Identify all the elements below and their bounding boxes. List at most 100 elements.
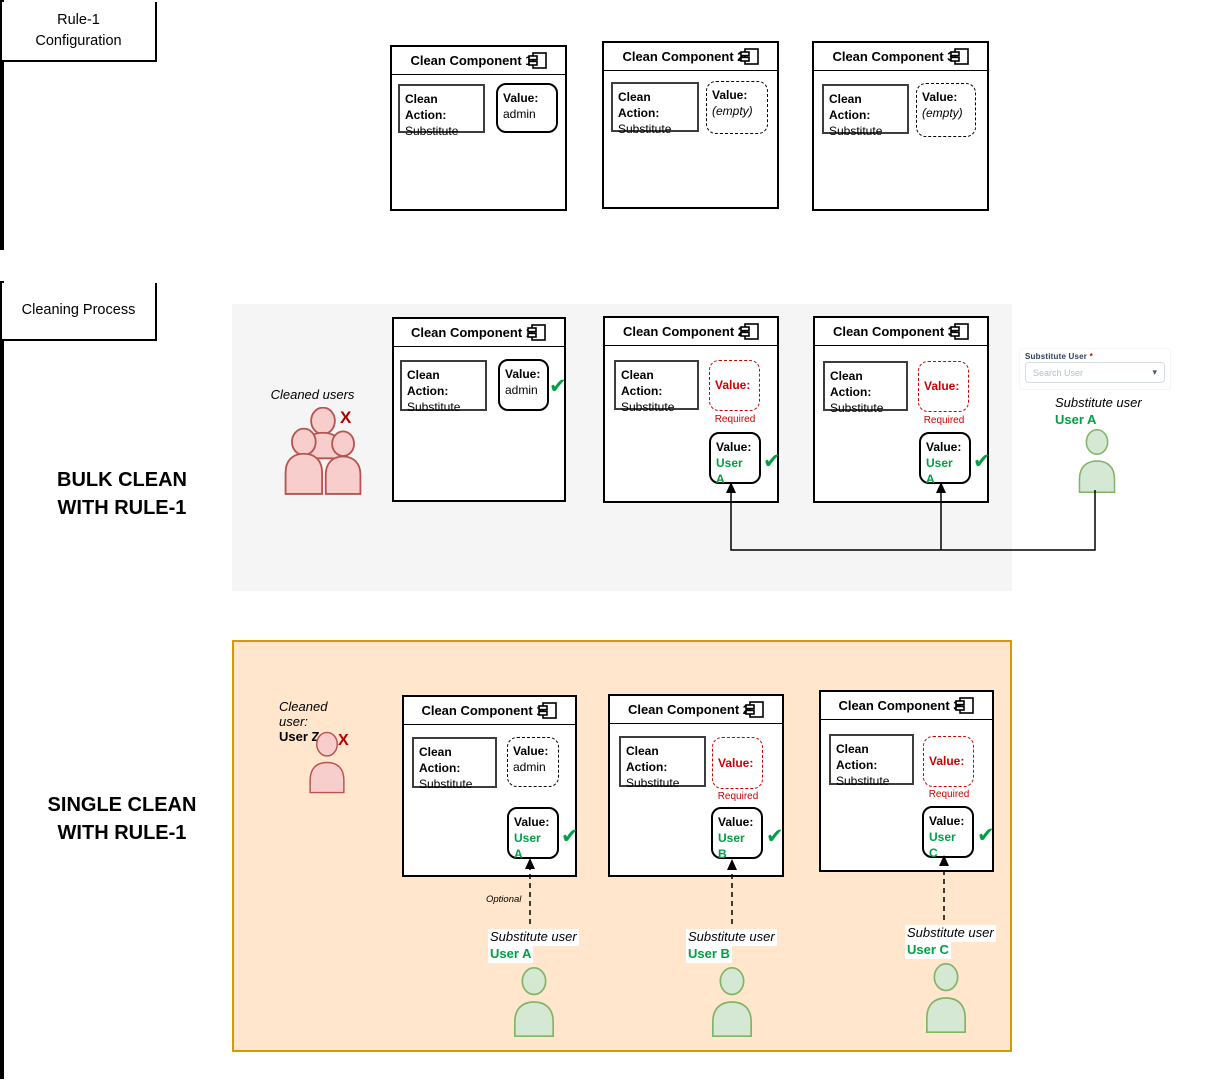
rule-config-label-line1: Rule-1 (57, 11, 100, 28)
uml-component-icon (740, 323, 773, 340)
action-label: Clean Action: (405, 92, 447, 123)
rule-config-section: Rule-1 Configuration Clean Component 1 C… (0, 0, 989, 250)
single-component-2: Clean Component 2 Clean Action: Substitu… (608, 694, 784, 877)
check-icon: ✔ (973, 450, 991, 473)
single-component-1: Clean Component 1 Clean Action: Substitu… (402, 695, 579, 877)
check-icon: ✔ (766, 825, 784, 848)
config-component-3-title: Clean Component 3 (832, 49, 955, 64)
action-label: Clean Action: (618, 90, 660, 121)
action-value: Substitute (836, 774, 890, 789)
value-label: Value: (712, 88, 748, 102)
substitute-user-b-person-icon (705, 967, 759, 1037)
value-label: Value: (503, 91, 539, 105)
config-component-2: Clean Component 2 Clean Action: Substitu… (602, 41, 779, 209)
substitute-user-field-label: Substitute User (1025, 352, 1088, 361)
uml-component-icon (955, 697, 988, 714)
config-component-1: Clean Component 1 Clean Action: Substitu… (390, 45, 567, 211)
chevron-down-icon[interactable]: ▾ (1152, 367, 1157, 377)
check-icon: ✔ (763, 450, 781, 473)
action-label: Clean Action: (830, 369, 872, 400)
cleaned-user-z-icon (305, 731, 349, 794)
value-user: User C (929, 830, 956, 861)
check-icon: ✔ (549, 375, 567, 398)
bulk-clean-title: BULK CLEAN WITH RULE-1 (57, 469, 187, 519)
single-clean-title: SINGLE CLEAN WITH RULE-1 (47, 794, 197, 844)
ghost-value-label: Value: (513, 744, 549, 758)
value-user: User A (716, 456, 743, 487)
cleaned-user-x-icon: X (338, 732, 349, 749)
single-component-2-title: Clean Component 2 (627, 702, 751, 717)
cleaned-user-name: User Z (279, 729, 320, 744)
value-user: User B (718, 831, 745, 862)
cleaning-process-label: Cleaning Process (21, 302, 136, 319)
action-value: Substitute (407, 400, 461, 415)
missing-value-label: Value: (718, 755, 754, 770)
missing-value-label: Value: (715, 378, 751, 393)
required-asterisk: * (1089, 352, 1093, 361)
action-label: Clean Action: (407, 368, 449, 399)
cleaned-users-group-icon (281, 407, 365, 495)
action-label: Clean Action: (626, 744, 668, 775)
value-user: User A (514, 831, 541, 862)
single-substitute-b-label: Substitute user User B (686, 929, 777, 963)
uml-component-icon (538, 702, 571, 719)
uml-component-icon (528, 52, 561, 69)
value-user: User A (926, 456, 953, 487)
rule-config-label-line2: Configuration (35, 33, 122, 49)
action-label: Clean Action: (621, 368, 663, 399)
bulk-component-3: Clean Component 3 Clean Action: Substitu… (813, 316, 991, 503)
action-value: Substitute (621, 400, 675, 415)
cleaning-process-section: Cleaning Process BULK CLEAN WITH RULE-1 … (0, 281, 1170, 1079)
uml-component-icon (950, 48, 983, 65)
bulk-component-1-title: Clean Component 1 (410, 325, 534, 340)
search-user-input[interactable]: Search User ▾ (1025, 362, 1165, 383)
uml-component-icon (527, 324, 560, 341)
cleaned-user-label: Cleaned user: User Z (279, 699, 328, 744)
value-label: Value: (922, 90, 958, 104)
cleaned-users-x-icon: X (340, 408, 352, 427)
uml-component-icon (740, 48, 773, 65)
value-text: admin (505, 383, 538, 398)
required-label: Required (714, 414, 756, 425)
substitute-user-c-person-icon (919, 963, 973, 1033)
rule-config-section-label: Rule-1 Configuration (2, 2, 157, 62)
substitute-user-a-person-icon (507, 967, 561, 1037)
value-label: Value: (718, 815, 754, 829)
single-substitute-c-label: Substitute user User C (905, 925, 996, 959)
config-component-2-title: Clean Component 2 (622, 49, 745, 64)
bulk-substitute-user-label: Substitute user User A (1053, 395, 1144, 429)
single-substitute-a-label: Substitute user User A (488, 929, 579, 963)
action-value: Substitute (626, 776, 680, 791)
optional-label: Optional (486, 894, 522, 905)
action-value: Substitute (829, 124, 883, 139)
value-label: Value: (514, 815, 550, 829)
value-label: Value: (929, 814, 965, 828)
single-component-3-title: Clean Component 3 (838, 698, 961, 713)
substitute-user-a-icon (1074, 429, 1120, 493)
search-user-placeholder: Search User (1033, 367, 1084, 378)
config-component-3: Clean Component 3 Clean Action: Substitu… (812, 41, 989, 211)
check-icon: ✔ (561, 825, 579, 848)
action-value: Substitute (830, 401, 884, 416)
value-empty: (empty) (922, 106, 963, 121)
action-value: Substitute (419, 777, 473, 792)
single-component-3: Clean Component 3 Clean Action: Substitu… (819, 690, 995, 872)
bulk-component-2: Clean Component 2 Clean Action: Substitu… (603, 316, 781, 503)
check-icon: ✔ (977, 824, 995, 847)
substitute-user-widget: Substitute User * Search User ▾ (1020, 349, 1170, 389)
cleaned-users-label: Cleaned users (270, 387, 355, 402)
single-component-1-title: Clean Component 1 (421, 703, 544, 718)
action-label: Clean Action: (419, 745, 461, 776)
ghost-value-text: admin (513, 760, 546, 775)
uml-component-icon (745, 701, 778, 718)
missing-value-label: Value: (929, 754, 965, 769)
value-empty: (empty) (712, 104, 753, 119)
required-label: Required (923, 415, 965, 426)
missing-value-label: Value: (924, 379, 960, 394)
value-label: Value: (926, 440, 962, 454)
bulk-component-1: Clean Component 1 Clean Action: Substitu… (392, 317, 567, 502)
bulk-component-3-title: Clean Component 3 (832, 324, 956, 339)
action-label: Clean Action: (836, 742, 878, 773)
action-value: Substitute (405, 124, 459, 139)
